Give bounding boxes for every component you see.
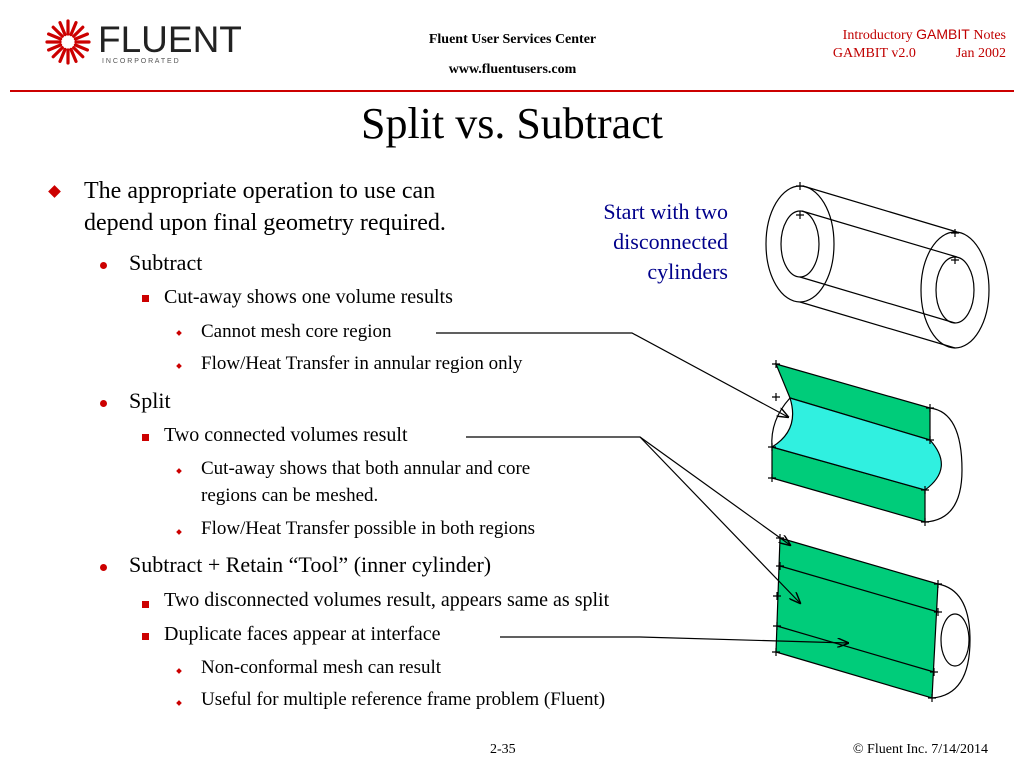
note-line: Start with two bbox=[603, 199, 728, 224]
logo-wordmark: FLUENT bbox=[98, 19, 242, 60]
bullet-text: Cut-away shows one volume results bbox=[164, 286, 453, 308]
bullet-text: Subtract bbox=[129, 250, 203, 275]
bullet-text: regions can be meshed. bbox=[201, 485, 379, 506]
bullet-dot-icon bbox=[100, 564, 107, 571]
header-center: Fluent User Services Center www.fluentus… bbox=[380, 25, 645, 85]
course-title-c: Notes bbox=[969, 28, 1006, 43]
bullet-text: Split bbox=[129, 388, 171, 413]
bullet-text: Subtract + Retain “Tool” (inner cylinder… bbox=[129, 552, 492, 577]
course-title-gambit: GAMBIT bbox=[916, 26, 970, 42]
bullet-small-diamond-icon bbox=[176, 468, 182, 474]
bullet-text: Flow/Heat Transfer possible in both regi… bbox=[201, 518, 536, 539]
bullet-text: Flow/Heat Transfer in annular region onl… bbox=[201, 353, 523, 374]
bullet-text: Duplicate faces appear at interface bbox=[164, 623, 441, 645]
bullet-square-icon bbox=[142, 434, 149, 441]
bullet-small-diamond-icon bbox=[176, 529, 182, 535]
bullet-small-diamond-icon bbox=[176, 668, 182, 674]
bullet-square-icon bbox=[142, 295, 149, 302]
course-title: Introductory GAMBIT Notes bbox=[833, 25, 1006, 45]
starburst-icon bbox=[45, 19, 91, 65]
course-title-a: Introductory bbox=[842, 28, 917, 43]
bullet-dot-icon bbox=[100, 400, 107, 407]
copyright: © Fluent Inc. 7/14/2014 bbox=[852, 742, 988, 757]
bullet-small-diamond-icon bbox=[176, 363, 182, 369]
bullet-text: Useful for multiple reference frame prob… bbox=[201, 689, 606, 710]
version-label: GAMBIT v2.0 bbox=[832, 46, 916, 61]
note-line: disconnected bbox=[613, 229, 728, 254]
website-label: www.fluentusers.com bbox=[448, 62, 577, 77]
figure-note: Start with two disconnected cylinders bbox=[603, 197, 728, 287]
bullet-square-icon bbox=[142, 633, 149, 640]
bullet-text: depend upon final geometry required. bbox=[84, 210, 446, 236]
bullet-small-diamond-icon bbox=[176, 700, 182, 706]
split-cutaway-figure bbox=[768, 360, 963, 526]
bullet-text: Cannot mesh core region bbox=[201, 321, 392, 342]
bullet-square-icon bbox=[142, 601, 149, 608]
services-center-label: Fluent User Services Center bbox=[428, 32, 597, 47]
bullet-text: Two connected volumes result bbox=[164, 424, 408, 446]
version-line: GAMBIT v2.0 Jan 2002 bbox=[833, 45, 1006, 63]
note-line: cylinders bbox=[647, 259, 728, 284]
bullet-text: Cut-away shows that both annular and cor… bbox=[201, 458, 531, 479]
bullet-dot-icon bbox=[100, 262, 107, 269]
bullet-small-diamond-icon bbox=[176, 330, 182, 336]
bullet-text: Non-conformal mesh can result bbox=[201, 657, 442, 678]
page-number: 2-35 bbox=[490, 742, 516, 757]
vertex-markers bbox=[796, 182, 959, 264]
retain-tool-figure bbox=[772, 534, 971, 702]
logo-subtext: I N C O R P O R A T E D bbox=[102, 58, 179, 65]
bullet-diamond-icon bbox=[48, 185, 61, 198]
bullet-text: Two disconnected volumes result, appears… bbox=[164, 589, 610, 611]
wireframe-cylinders bbox=[765, 185, 990, 349]
header-right: Introductory GAMBIT Notes GAMBIT v2.0 Jan… bbox=[833, 25, 1006, 63]
fluent-logo: FLUENT I N C O R P O R A T E D bbox=[44, 18, 242, 68]
slide-title: Split vs. Subtract bbox=[361, 99, 663, 148]
date-label: Jan 2002 bbox=[955, 46, 1006, 61]
header-divider bbox=[10, 90, 1014, 92]
bullet-text: The appropriate operation to use can bbox=[84, 178, 436, 204]
